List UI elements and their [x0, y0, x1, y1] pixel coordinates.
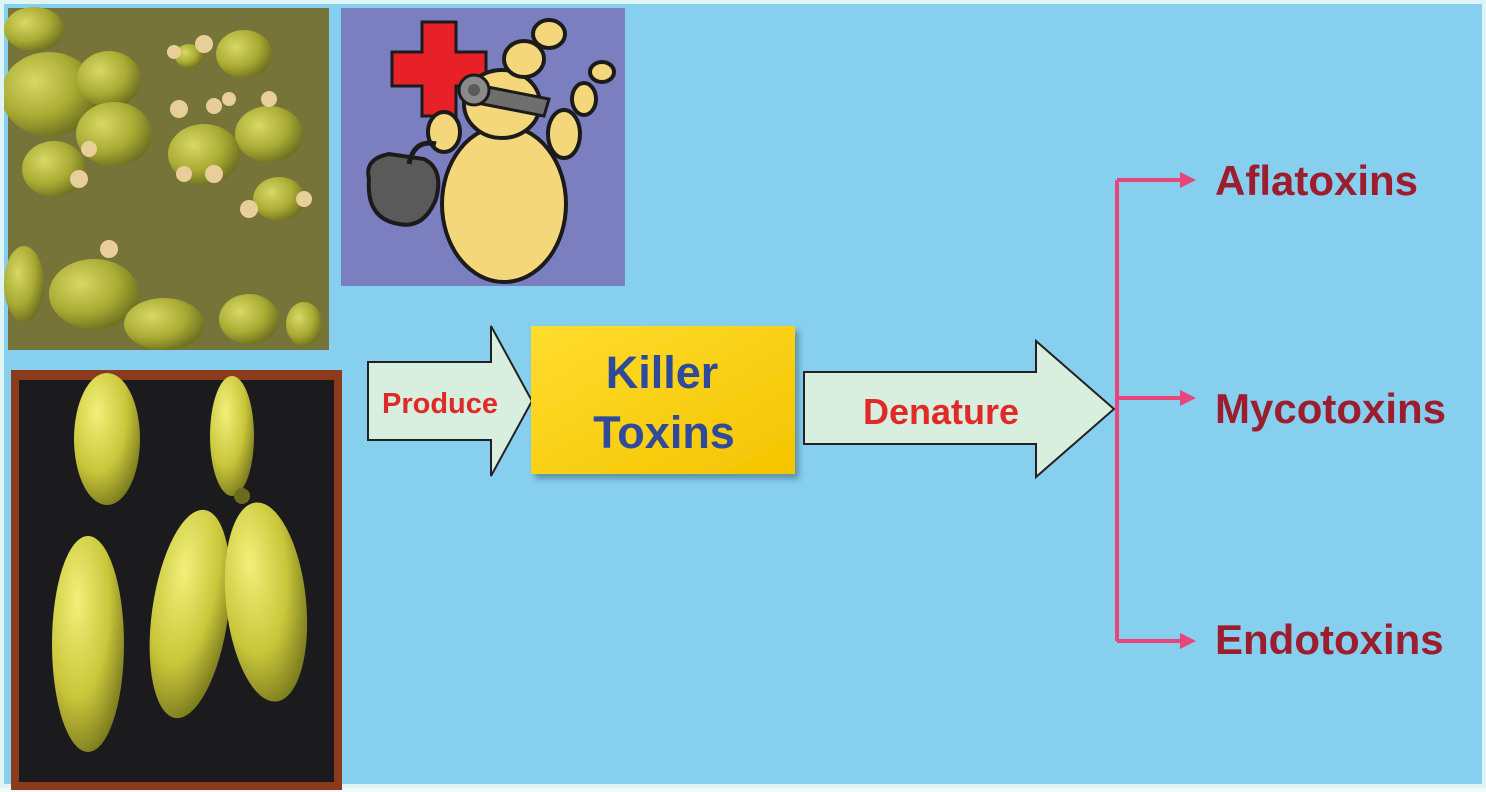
- arrowhead-mycotoxins: [1180, 390, 1196, 406]
- produce-arrow: [367, 325, 534, 477]
- diagram-canvas: Produce Killer Toxins Denature Aflatoxin…: [4, 7, 1446, 790]
- killer-toxins-line2: Toxins: [593, 407, 735, 458]
- target-aflatoxins: Aflatoxins: [1215, 157, 1418, 204]
- yeast-micrograph-icon: [4, 7, 329, 350]
- arrowhead-aflatoxins: [1180, 172, 1196, 188]
- elongated-yeast-micrograph-icon: [11, 370, 342, 790]
- denature-arrow: [803, 338, 1116, 480]
- cartoon-yeast-doctor-icon: [341, 8, 625, 286]
- arrowhead-endotoxins: [1180, 633, 1196, 649]
- denature-label: Denature: [863, 391, 1019, 432]
- target-mycotoxins: Mycotoxins: [1215, 385, 1446, 432]
- branch-connector: [1115, 178, 1180, 643]
- killer-toxins-line1: Killer: [606, 347, 719, 398]
- killer-toxins-box: [531, 326, 795, 474]
- target-endotoxins: Endotoxins: [1215, 616, 1444, 663]
- branch-arrowheads: [1180, 172, 1196, 649]
- produce-label: Produce: [382, 388, 498, 420]
